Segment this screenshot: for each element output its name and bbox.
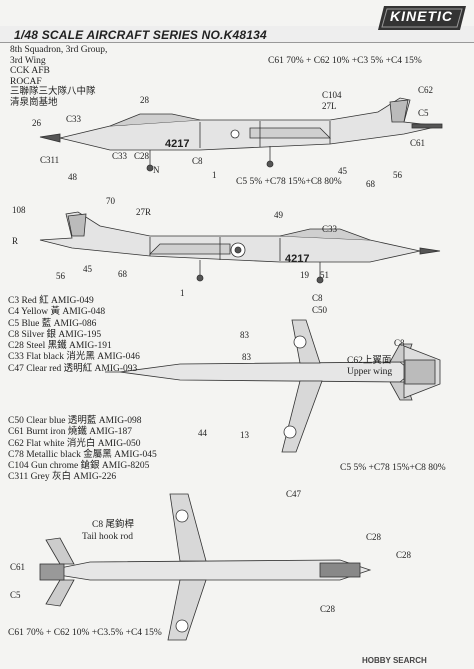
callout-label: C61 70% + C62 10% +C3.5% +C4 15% <box>8 628 162 638</box>
callout-label: 51 <box>320 270 329 280</box>
color-legend-top: C3 Red 紅 AMIG-049 C4 Yellow 黃 AMIG-048 C… <box>8 296 140 375</box>
callout-label: C61 <box>10 562 26 572</box>
callout-label: C50 <box>312 305 328 315</box>
callout-label: C33 <box>66 114 82 124</box>
footer-watermark: HOBBY SEARCH <box>362 656 427 665</box>
callout-label: C8 <box>192 156 203 166</box>
callout-label: C5 5% +C78 15%+C8 80% <box>340 463 446 473</box>
callout-label: 56 <box>393 170 402 180</box>
page-title: 1/48 SCALE AIRCRAFT SERIES NO.K48134 <box>14 28 267 42</box>
callout-label: C5 <box>10 590 21 600</box>
callout-label: Upper wing <box>347 367 393 377</box>
callout-label: 28 <box>140 95 149 105</box>
callout-label: C62上翼面 <box>347 356 392 366</box>
callout-label: C61 <box>410 138 426 148</box>
unit-info: 8th Squadron, 3rd Group, 3rd Wing CCK AF… <box>10 45 107 109</box>
serial-number: 4217 <box>285 253 309 265</box>
callout-label: C62 <box>418 85 434 95</box>
tail-hook-label-cn: C8 尾鉤桿 <box>92 520 134 530</box>
callout-label: 45 <box>83 264 92 274</box>
legend-item: C61 Burnt iron 燒鐵 AMIG-187 <box>8 427 133 438</box>
tail-hook-label-en: Tail hook rod <box>82 532 134 542</box>
legend-item: C104 Gun chrome 鎗銀 AMIG-8205 <box>8 461 150 472</box>
callout-label: C33 <box>322 224 338 234</box>
callout-label: N <box>153 165 160 175</box>
legend-item: C50 Clear blue 透明藍 AMIG-098 <box>8 416 142 426</box>
legend-item: C8 Silver 銀 AMIG-195 <box>8 329 102 340</box>
header-bar <box>0 26 474 43</box>
legend-item: C78 Metallic black 金屬黑 AMIG-045 <box>8 449 157 460</box>
callout-label: 56 <box>56 271 65 281</box>
legend-item: C28 Steel 黑鐵 AMIG-191 <box>8 341 112 352</box>
callout-label: 68 <box>118 269 127 279</box>
callout-label: 13 <box>240 430 249 440</box>
callout-label: 49 <box>274 210 283 220</box>
callout-label: 83 <box>240 330 249 340</box>
callout-label: 26 <box>32 118 41 128</box>
callout-label: C28 <box>320 604 336 614</box>
color-legend-bottom: C50 Clear blue 透明藍 AMIG-098 C61 Burnt ir… <box>8 416 157 484</box>
legend-item: C3 Red 紅 AMIG-049 <box>8 296 94 306</box>
callout-label: 68 <box>366 179 375 189</box>
callout-label: C47 <box>286 489 302 499</box>
callout-label: C8 <box>312 293 323 303</box>
callout-label: 70 <box>106 196 115 206</box>
legend-item: C62 Flat white 消光白 AMIG-050 <box>8 438 141 449</box>
legend-item: C311 Grey 灰白 AMIG-226 <box>8 472 117 483</box>
unit-info-line: 三聯隊三大隊八中隊 <box>10 87 96 98</box>
logo-text: KINETIC <box>390 8 453 24</box>
callout-label: C28 <box>396 550 412 560</box>
bottom-view <box>39 493 372 641</box>
legend-item: C47 Clear red 透明紅 AMIG-093 <box>8 363 138 374</box>
callout-label: C8 <box>394 338 405 348</box>
callout-label: 19 <box>300 270 309 280</box>
side-view-left <box>39 97 443 172</box>
unit-info-line: 8th Squadron, 3rd Group, <box>10 45 108 55</box>
callout-label: C28 <box>134 151 150 161</box>
callout-label: 44 <box>198 428 207 438</box>
callout-label: 45 <box>338 166 347 176</box>
legend-item: C5 Blue 藍 AMIG-086 <box>8 318 97 329</box>
callout-label: C28 <box>366 532 382 542</box>
callout-label: C61 70% + C62 10% +C3 5% +C4 15% <box>268 56 422 66</box>
callout-label: C5 5% +C78 15%+C8 80% <box>236 177 342 187</box>
unit-info-line: ROCAF <box>10 76 42 87</box>
legend-item: C4 Yellow 黃 AMIG-048 <box>8 307 106 318</box>
side-view-right <box>39 211 441 284</box>
unit-info-line: 3rd Wing <box>10 55 46 66</box>
callout-label: 108 <box>12 205 26 215</box>
serial-number: 4217 <box>165 138 189 150</box>
callout-label: C5 <box>418 108 429 118</box>
callout-label: 48 <box>68 172 77 182</box>
legend-item: C33 Flat black 消光黑 AMIG-046 <box>8 352 140 363</box>
callout-label: C33 <box>112 151 128 161</box>
callout-label: 1 <box>212 170 217 180</box>
callout-label: 27R <box>136 207 152 217</box>
callout-label: C311 <box>40 155 60 165</box>
callout-label: 1 <box>180 288 185 298</box>
unit-info-line: 清泉崗基地 <box>10 97 58 108</box>
unit-info-line: CCK AFB <box>10 66 50 77</box>
callout-label: C104 <box>322 90 342 100</box>
callout-label: 27L <box>322 101 337 111</box>
callout-label: 83 <box>242 352 251 362</box>
top-view <box>105 319 441 453</box>
callout-label: R <box>12 236 19 246</box>
kinetic-logo <box>378 6 466 30</box>
